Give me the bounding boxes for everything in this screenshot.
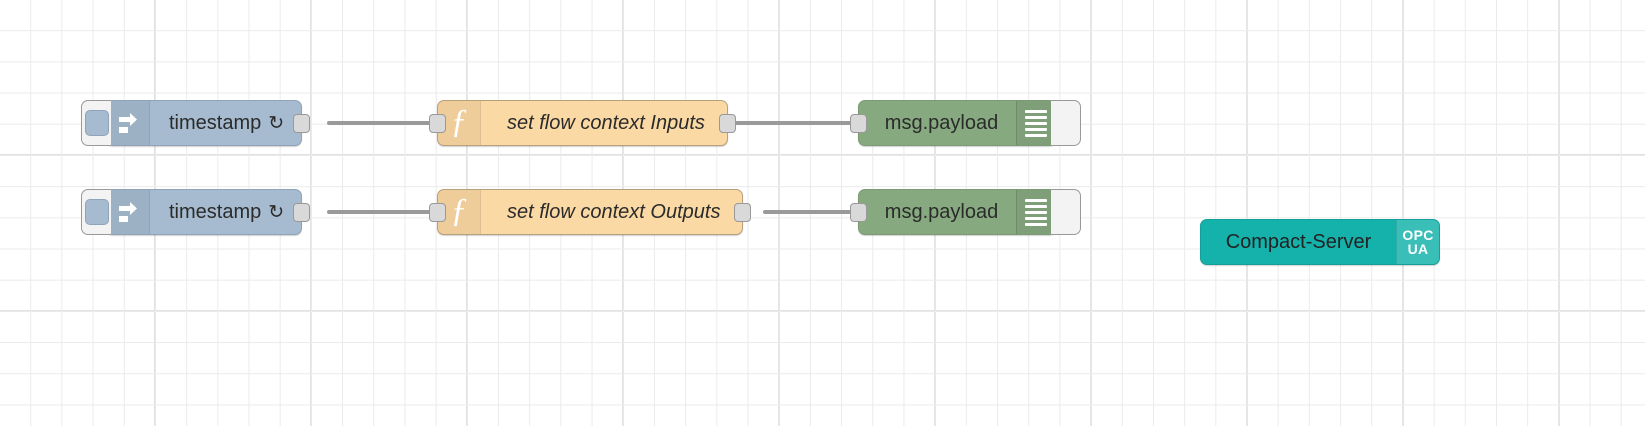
- inject-repeat-icon: ↻: [268, 201, 285, 223]
- function-node-set-flow-context-inputs[interactable]: ƒ set flow context Inputs: [429, 100, 736, 146]
- inject-label-text: timestamp: [169, 200, 262, 223]
- inject-trigger-button-inner: [84, 199, 109, 225]
- debug-bars-glyph: [1025, 109, 1047, 137]
- opcua-server-label: Compact-Server: [1225, 230, 1372, 253]
- debug-bars-icon: [1016, 190, 1055, 234]
- wire-inject-to-function-2[interactable]: [327, 210, 437, 214]
- debug-enable-toggle[interactable]: [1051, 189, 1081, 235]
- opcua-server-node-compact-server[interactable]: Compact-Server OPC UA: [1200, 219, 1440, 265]
- function-output-port[interactable]: [718, 114, 736, 133]
- inject-output-port[interactable]: [293, 203, 310, 222]
- inject-arrow-icon: [107, 190, 150, 234]
- debug-input-port[interactable]: [850, 114, 867, 133]
- inject-repeat-icon: ↻: [268, 112, 285, 134]
- inject-node-timestamp-2[interactable]: timestamp ↻: [81, 189, 310, 235]
- debug-enable-toggle[interactable]: [1051, 100, 1081, 146]
- debug-node-label: msg.payload: [884, 200, 999, 223]
- opcua-badge-line1: OPC: [1402, 226, 1434, 243]
- function-input-port[interactable]: [429, 203, 446, 222]
- opcua-badge-icon: OPC UA: [1396, 220, 1439, 264]
- wire-function-to-debug-1[interactable]: [733, 121, 858, 125]
- function-node-set-flow-context-outputs[interactable]: ƒ set flow context Outputs: [429, 189, 752, 235]
- function-node-label: set flow context Outputs: [507, 200, 721, 223]
- inject-label-text: timestamp: [169, 111, 262, 134]
- inject-node-label: timestamp ↻: [150, 101, 284, 145]
- opcua-badge-line2: UA: [1407, 241, 1429, 257]
- debug-bars-icon: [1016, 101, 1055, 145]
- inject-output-port[interactable]: [293, 114, 310, 133]
- wire-function-to-debug-2[interactable]: [763, 210, 858, 214]
- function-output-port[interactable]: [734, 203, 752, 222]
- debug-node-msg-payload-1[interactable]: msg.payload: [850, 100, 1081, 146]
- function-node-label: set flow context Inputs: [507, 111, 705, 134]
- wire-inject-to-function-1[interactable]: [327, 121, 437, 125]
- debug-node-msg-payload-2[interactable]: msg.payload: [850, 189, 1081, 235]
- inject-node-timestamp-1[interactable]: timestamp ↻: [81, 100, 310, 146]
- inject-trigger-button[interactable]: [81, 100, 111, 146]
- function-f-glyph: ƒ: [450, 192, 468, 229]
- function-f-glyph: ƒ: [450, 103, 468, 140]
- debug-node-label: msg.payload: [884, 111, 999, 134]
- function-input-port[interactable]: [429, 114, 446, 133]
- inject-node-label: timestamp ↻: [150, 190, 284, 234]
- inject-trigger-button-inner: [84, 110, 109, 136]
- inject-arrow-icon: [107, 101, 150, 145]
- inject-trigger-button[interactable]: [81, 189, 111, 235]
- debug-bars-glyph: [1025, 198, 1047, 226]
- debug-input-port[interactable]: [850, 203, 867, 222]
